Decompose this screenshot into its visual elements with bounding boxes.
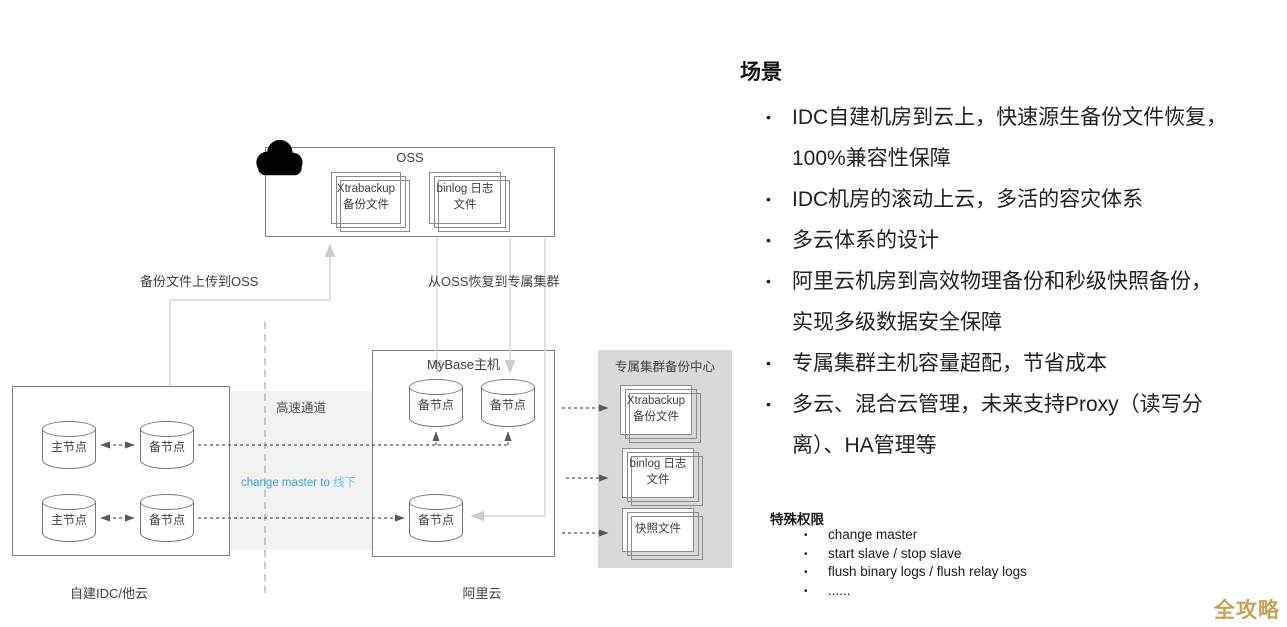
bullet-dot-icon: • xyxy=(804,585,808,597)
db-node-idc-primary-2: 主节点 xyxy=(42,494,96,542)
bullet-dot-icon: • xyxy=(766,273,771,289)
bullet-dot-icon: • xyxy=(804,548,808,560)
scenario-bullet: •专属集群主机容量超配，节省成本 xyxy=(766,343,1203,384)
change-master-text: change master to xyxy=(241,477,334,489)
oss-box xyxy=(265,147,555,237)
db-node-label: 主节点 xyxy=(50,513,87,527)
change-master-target: 线下 xyxy=(333,477,357,489)
change-master-label: change master to 线下 xyxy=(241,474,356,490)
oss-xtrabackup-files: Xtrabackup 备份文件 xyxy=(331,172,410,232)
cloud-icon xyxy=(256,139,303,176)
center-binlog-files: binlog 日志文件 xyxy=(622,448,703,506)
bullet-dot-icon: • xyxy=(766,355,771,371)
bullet-dot-icon: • xyxy=(766,191,771,207)
permission-item: •...... xyxy=(804,582,1027,601)
watermark: 全攻略 xyxy=(1214,599,1280,622)
permission-item: •change master xyxy=(804,526,1027,545)
oss-binlog-files: binlog 日志文件 xyxy=(429,172,510,232)
scenario-bullet: •IDC机房的滚动上云，多活的容灾体系 xyxy=(766,179,1203,220)
db-node-idc-standby-1: 备节点 xyxy=(140,421,194,469)
restore-flow-label: 从OSS恢复到专属集群 xyxy=(428,274,560,289)
db-node-label: 备节点 xyxy=(489,398,526,412)
center-snapshot-files: 快照文件 xyxy=(622,508,703,560)
mybase-box xyxy=(372,350,555,557)
db-node-idc-standby-2: 备节点 xyxy=(140,494,194,542)
db-node-idc-primary-1: 主节点 xyxy=(42,421,96,469)
oss-box-label: OSS xyxy=(396,150,424,165)
db-node-mybase-standby-1: 备节点 xyxy=(409,379,463,427)
db-node-label: 主节点 xyxy=(50,440,87,454)
bullet-dot-icon: • xyxy=(804,530,808,541)
special-permissions-list: •change master •start slave / stop slave… xyxy=(804,526,1027,600)
idc-box xyxy=(12,386,230,556)
backup-center-label: 专属集群备份中心 xyxy=(614,360,715,374)
bullet-dot-icon: • xyxy=(804,567,808,578)
zone-label-idc: 自建IDC/他云 xyxy=(69,586,148,601)
bullet-dot-icon: • xyxy=(766,396,771,412)
db-node-label: 备节点 xyxy=(417,398,454,412)
db-node-label: 备节点 xyxy=(417,513,454,527)
permission-item: •start slave / stop slave xyxy=(804,545,1027,564)
special-permissions-title: 特殊权限 xyxy=(770,512,824,527)
scenario-list: •IDC自建机房到云上，快速源生备份文件恢复， 100%兼容性保障 •IDC机房… xyxy=(766,97,1227,466)
scenario-bullet: •多云体系的设计 xyxy=(766,220,1203,261)
zone-label-alicloud: 阿里云 xyxy=(462,586,502,601)
db-node-label: 备节点 xyxy=(148,440,185,454)
mybase-box-label: MyBase主机 xyxy=(427,357,500,372)
scenario-bullet: •IDC自建机房到云上，快速源生备份文件恢复， 100%兼容性保障 xyxy=(766,97,1227,179)
scenarios-title: 场景 xyxy=(740,61,782,84)
permission-item: •flush binary logs / flush relay logs xyxy=(804,563,1027,582)
scenario-bullet: •阿里云机房到高效物理备份和秒级快照备份， 实现多级数据安全保障 xyxy=(766,261,1212,343)
db-node-mybase-standby-3: 备节点 xyxy=(409,494,463,542)
express-channel-region xyxy=(230,391,372,550)
center-xtrabackup-files: Xtrabackup 备份文件 xyxy=(620,385,701,443)
express-channel-label: 高速通道 xyxy=(275,401,326,415)
upload-to-oss-line xyxy=(169,243,336,386)
db-node-label: 备节点 xyxy=(148,513,185,527)
scenario-bullet: •多云、混合云管理，未来支持Proxy（读写分 离）、HA管理等 xyxy=(766,384,1203,466)
db-node-mybase-standby-2: 备节点 xyxy=(481,379,535,427)
bullet-dot-icon: • xyxy=(766,232,771,248)
upload-flow-label: 备份文件上传到OSS xyxy=(140,274,259,289)
bullet-dot-icon: • xyxy=(766,109,771,125)
